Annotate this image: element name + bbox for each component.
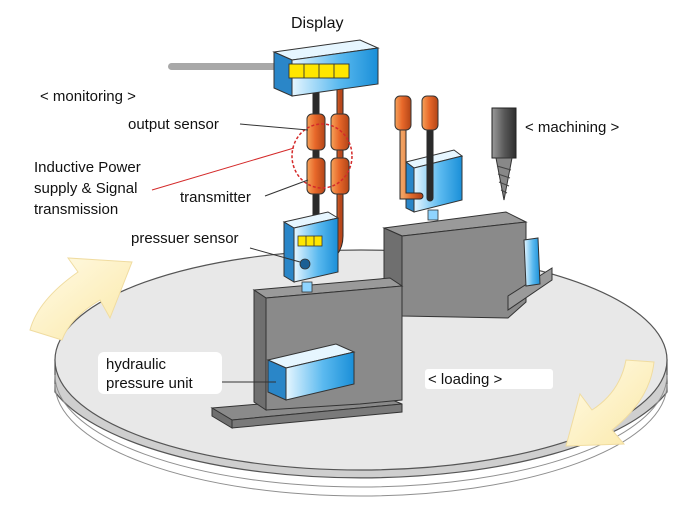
inductive-transmission-highlight xyxy=(291,123,353,189)
inductive-label-line3: transmission xyxy=(34,201,119,218)
inductive-label-line2: supply & Signal xyxy=(34,180,138,197)
machining-workpiece-sensor xyxy=(394,95,464,221)
leader-lines xyxy=(151,123,309,383)
machining-label: < machining > xyxy=(525,119,620,136)
loading-label-background xyxy=(425,369,553,389)
transmitter-label: transmitter xyxy=(180,189,251,206)
output-sensor-label: output sensor xyxy=(128,116,219,133)
hydraulic-label-line2: pressure unit xyxy=(106,375,193,392)
rotation-arrow-left-icon xyxy=(29,257,133,341)
hydraulic-label-line1: hydraulic xyxy=(106,356,167,373)
display-label: Display xyxy=(291,15,344,32)
hydraulic-pressure-unit xyxy=(266,343,356,401)
rotation-arrow-right-icon xyxy=(565,359,655,447)
machining-station-block xyxy=(382,211,553,319)
monitoring-rod xyxy=(168,63,280,70)
output-sensor-coils xyxy=(306,113,350,151)
loading-label: < loading > xyxy=(428,371,503,388)
transmitter-coils xyxy=(306,157,350,195)
display-unit xyxy=(272,39,380,97)
pressure-sensor-label: pressuer sensor xyxy=(131,230,239,247)
machining-tool-icon xyxy=(491,107,517,201)
pressure-sensor xyxy=(282,211,340,293)
hydraulic-label-background xyxy=(98,352,222,394)
inductive-label-line1: Inductive Power xyxy=(34,159,141,176)
monitoring-label: < monitoring > xyxy=(40,88,136,105)
